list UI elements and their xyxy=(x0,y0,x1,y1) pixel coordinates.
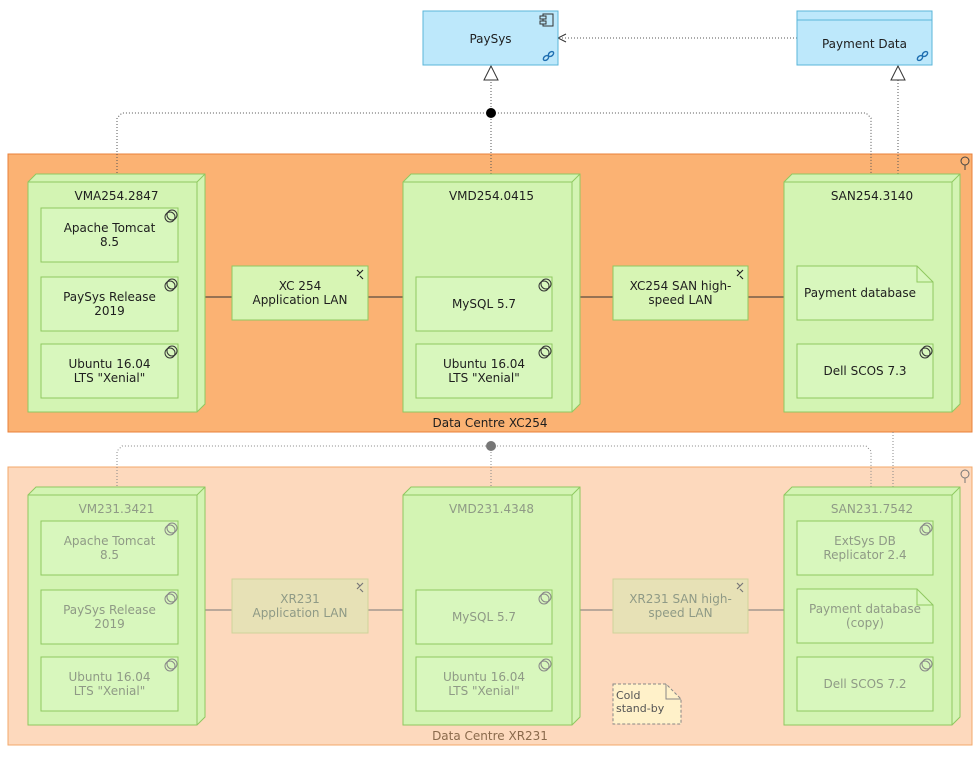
network-xc254-san-label: XC254 SAN high- speed LAN xyxy=(629,279,732,307)
apache-tomcat-label: Apache Tomcat 8.5 xyxy=(63,221,156,249)
payment-database-box[interactable] xyxy=(796,265,934,321)
network-xc254-app-label: XC 254 Application LAN xyxy=(252,279,348,307)
payment-database-copy-fold xyxy=(916,589,933,606)
node-vma254-title: VMA254.2847 xyxy=(74,189,159,203)
cold-standby-note-fold xyxy=(665,684,681,700)
network-icon xyxy=(356,269,744,280)
link-icon xyxy=(916,50,929,62)
mysql-label: MySQL 5.7 xyxy=(451,610,517,624)
system-software-icon xyxy=(164,209,933,359)
payment-data-label: Payment Data xyxy=(821,37,907,51)
junction-dot-secondary xyxy=(486,441,496,451)
network-xc254-san-box[interactable] xyxy=(612,265,749,321)
payment-database-label: Payment database xyxy=(804,286,916,300)
junction-dot xyxy=(486,108,496,118)
paysys-release-label: PaySys Release 2019 xyxy=(63,603,156,631)
paysys-box[interactable] xyxy=(422,10,559,66)
cold-standby-label: Cold stand-by xyxy=(616,689,665,715)
node-vm231-title: VM231.3421 xyxy=(78,502,155,516)
network-xr231-san-label: XR231 SAN high- speed LAN xyxy=(629,592,732,620)
dell-scos-label: Dell SCOS 7.2 xyxy=(823,677,907,691)
network-xr231-san-box[interactable] xyxy=(612,578,749,634)
network-icon xyxy=(356,582,744,593)
system-software-boxes-secondary[interactable] xyxy=(40,520,934,712)
system-software-boxes-primary[interactable] xyxy=(40,207,934,399)
node-vmd231-title: VMD231.4348 xyxy=(448,502,535,516)
paysys-label: PaySys xyxy=(469,32,512,46)
realization-arrowhead xyxy=(483,64,499,81)
network-xc254-app-box[interactable] xyxy=(231,265,369,321)
payment-database-copy-label: Payment database (copy) xyxy=(809,602,921,630)
network-xr231-app-box[interactable] xyxy=(231,578,369,634)
location-pin-icon xyxy=(960,156,970,170)
network-xr231-app-label: XR231 Application LAN xyxy=(252,592,348,620)
location-pin-icon xyxy=(960,469,970,483)
ubuntu-label: Ubuntu 16.04 LTS "Xenial" xyxy=(68,670,151,698)
node-san254-title: SAN254.3140 xyxy=(830,189,914,203)
node-san231-title: SAN231.7542 xyxy=(830,502,914,516)
paysys-release-label: PaySys Release 2019 xyxy=(63,290,156,318)
ubuntu-label: Ubuntu 16.04 LTS "Xenial" xyxy=(442,357,526,385)
data-centre-xc254-label: Data Centre XC254 xyxy=(432,416,548,430)
node-vmd254-title: VMD254.0415 xyxy=(448,189,535,203)
apache-tomcat-label: Apache Tomcat 8.5 xyxy=(63,534,156,562)
application-component-icon xyxy=(539,13,554,27)
payment-database-copy-box[interactable] xyxy=(796,588,934,644)
link-icon xyxy=(542,50,555,62)
ubuntu-label: Ubuntu 16.04 LTS "Xenial" xyxy=(68,357,151,385)
realization-arrowhead xyxy=(890,64,906,81)
data-centre-xr231-label: Data Centre XR231 xyxy=(432,729,548,743)
cold-standby-note[interactable] xyxy=(612,683,682,725)
dell-scos-label: Dell SCOS 7.3 xyxy=(823,364,907,378)
ubuntu-label: Ubuntu 16.04 LTS "Xenial" xyxy=(442,670,526,698)
payment-database-fold xyxy=(916,266,933,283)
mysql-label: MySQL 5.7 xyxy=(451,297,517,311)
extsys-replicator-label: ExtSys DB Replicator 2.4 xyxy=(823,534,907,562)
system-software-icon xyxy=(164,522,933,672)
